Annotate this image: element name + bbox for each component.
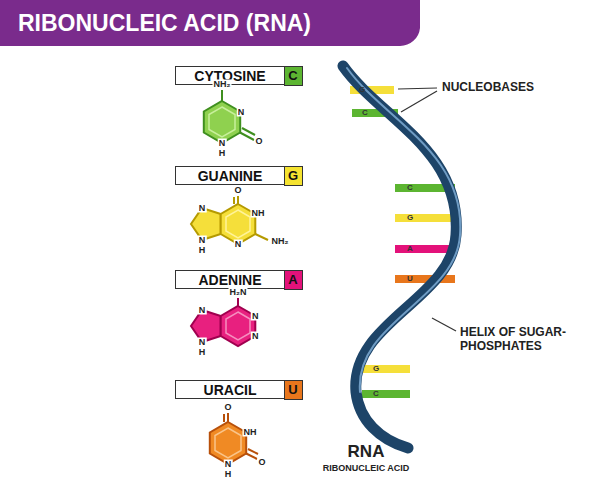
- guanine-molecule: [191, 196, 268, 244]
- callout-label: NUCLEOBASES: [442, 81, 534, 93]
- atom-label: N: [251, 332, 260, 341]
- base-name-box: URACIL U: [175, 380, 302, 399]
- atom-label: O: [257, 458, 266, 467]
- cytosine-molecule: [204, 90, 255, 143]
- atom-label: O: [233, 186, 242, 195]
- base-letter: A: [288, 272, 297, 287]
- caption-sublabel: RIBONUCLEIC ACID: [323, 464, 410, 473]
- atom-label: NH: [251, 209, 266, 218]
- callout-label: HELIX OF SUGAR-PHOSPHATES: [460, 325, 590, 354]
- base-name: ADENINE: [176, 271, 284, 288]
- atom-label: N: [218, 139, 227, 148]
- bar-letter: G: [407, 214, 413, 222]
- atom-label: NH₂: [271, 237, 290, 246]
- base-name: GUANINE: [176, 167, 284, 184]
- title-text: RIBONUCLEIC ACID (RNA): [18, 12, 311, 35]
- bar-letter: C: [373, 390, 379, 398]
- title-banner: [0, 0, 420, 46]
- base-name-box: CYTOSINEC: [175, 66, 302, 85]
- sugar-phosphate-helix: [343, 66, 460, 448]
- atom-label: N: [198, 236, 207, 245]
- bar-letter: C: [362, 109, 368, 117]
- atom-label: N: [234, 240, 243, 249]
- adenine-molecule: [191, 298, 255, 346]
- letter-badge: U: [284, 380, 303, 400]
- bar-letter: G: [373, 365, 379, 373]
- letter-badge: C: [284, 66, 303, 86]
- leader-lines: [398, 88, 456, 331]
- atom-label: NH: [243, 428, 258, 437]
- bar-letter: C: [407, 184, 413, 192]
- atom-label: H₂N: [229, 288, 248, 297]
- atom-label: N: [198, 204, 207, 213]
- bar-letter: G: [359, 86, 365, 94]
- base-name: URACIL: [176, 381, 284, 398]
- letter-badge: A: [284, 270, 303, 290]
- atom-label: N: [237, 107, 246, 116]
- bar-letter: U: [407, 275, 413, 283]
- atom-label: O: [254, 137, 263, 146]
- base-letter: G: [288, 168, 298, 183]
- base-name-box: ADENINE A: [175, 270, 302, 289]
- atom-label: NH₂: [213, 80, 232, 89]
- atom-label: H: [198, 348, 207, 357]
- atom-label: O: [223, 403, 232, 412]
- atom-label: H: [198, 246, 207, 255]
- atom-label: N: [251, 312, 260, 321]
- atom-label: N: [224, 460, 233, 469]
- uracil-molecule: [210, 413, 258, 464]
- base-name-box: GUANINE G: [175, 166, 302, 185]
- atom-label: H: [218, 149, 227, 158]
- bar-letter: A: [407, 245, 413, 253]
- caption-label: RNA: [348, 443, 385, 460]
- atom-label: N: [198, 338, 207, 347]
- atom-label: H: [224, 470, 233, 479]
- base-letter: C: [288, 68, 297, 83]
- atom-label: N: [198, 306, 207, 315]
- base-letter: U: [288, 382, 297, 397]
- letter-badge: G: [284, 166, 303, 186]
